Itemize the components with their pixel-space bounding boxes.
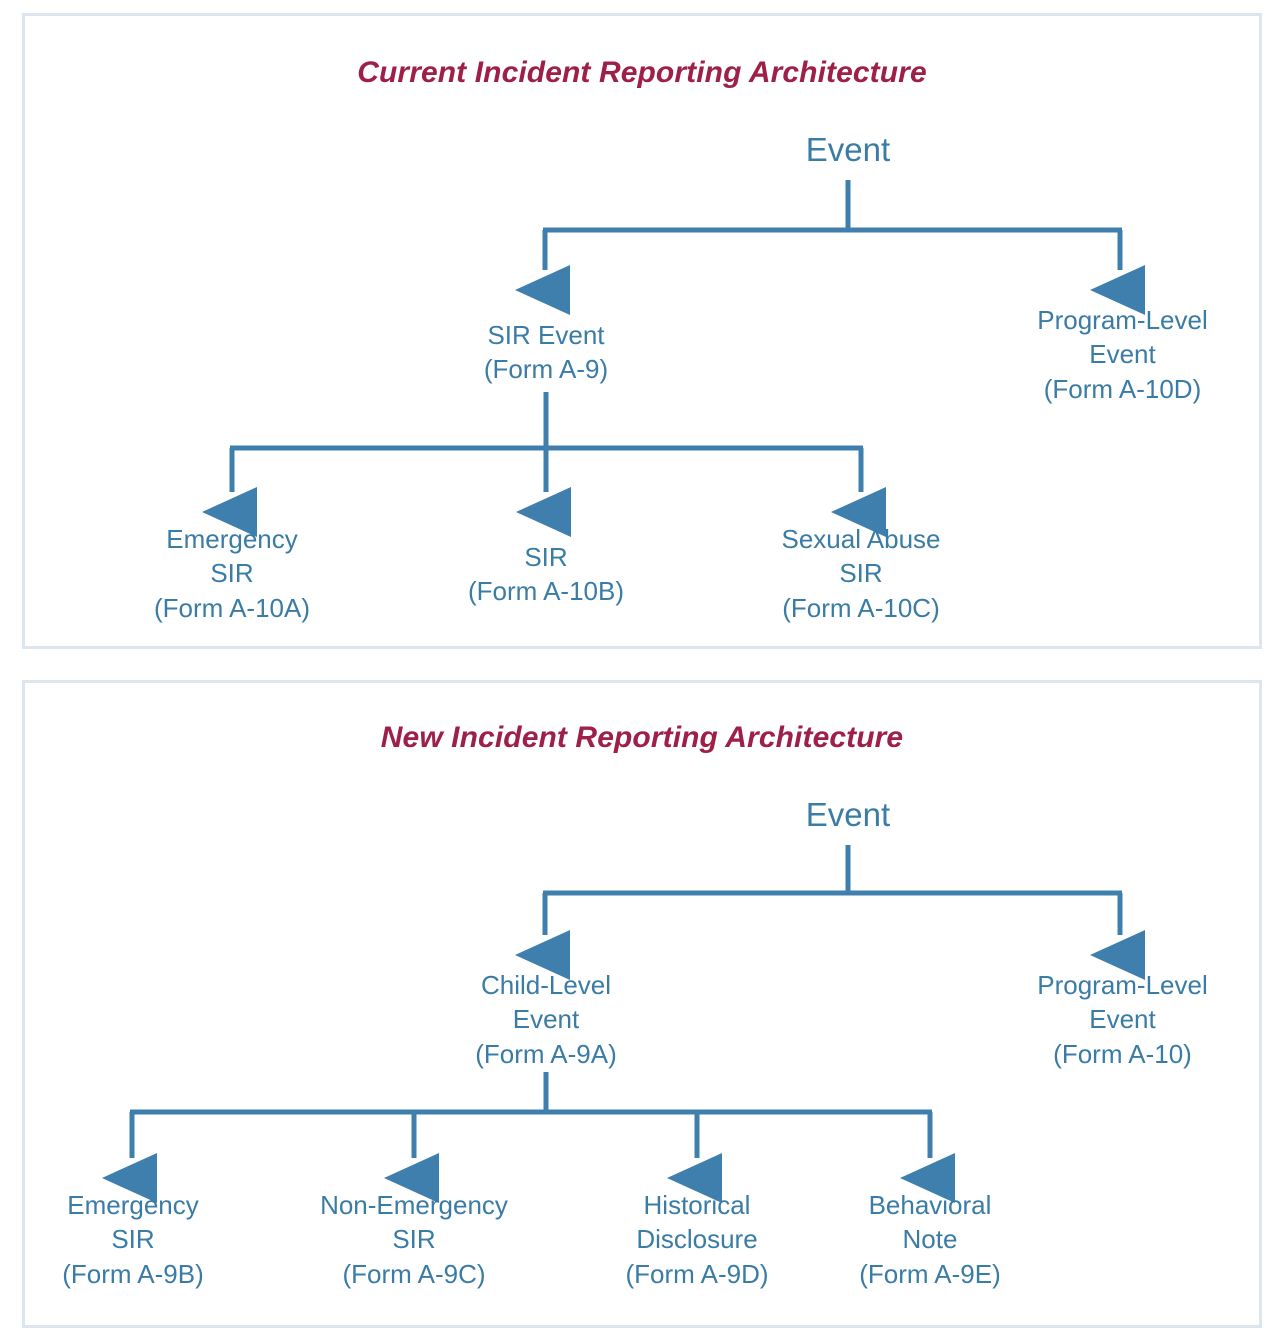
- node-current-sir: SIR (Form A-10B): [467, 542, 625, 607]
- node-historical-disclosure: Historical Disclosure (Form A-9D): [625, 1190, 769, 1289]
- panel-new-architecture: New Incident Reporting Architecture: [22, 680, 1262, 1328]
- node-current-program-level-event: Program-Level Event (Form A-10D): [1037, 305, 1208, 404]
- node-new-program-level-event: Program-Level Event (Form A-10): [1037, 970, 1208, 1069]
- panel-title-new: New Incident Reporting Architecture: [380, 721, 904, 754]
- node-behavioral-note: Behavioral Note (Form A-9E): [859, 1190, 1001, 1289]
- panel-title-current: Current Incident Reporting Architecture: [357, 56, 927, 89]
- node-current-event: Event: [805, 131, 891, 168]
- node-child-level-event: Child-Level Event (Form A-9A): [475, 970, 617, 1069]
- node-current-emergency-sir: Emergency SIR (Form A-10A): [153, 524, 311, 623]
- panel-current-architecture: Current Incident Reporting Architecture: [22, 13, 1262, 649]
- node-current-sexual-abuse-sir: Sexual Abuse SIR (Form A-10C): [781, 524, 941, 623]
- node-new-emergency-sir: Emergency SIR (Form A-9B): [62, 1190, 204, 1289]
- node-new-event: Event: [805, 796, 891, 833]
- node-current-sir-event: SIR Event (Form A-9): [483, 320, 609, 385]
- node-non-emergency-sir: Non-Emergency SIR (Form A-9C): [320, 1190, 508, 1289]
